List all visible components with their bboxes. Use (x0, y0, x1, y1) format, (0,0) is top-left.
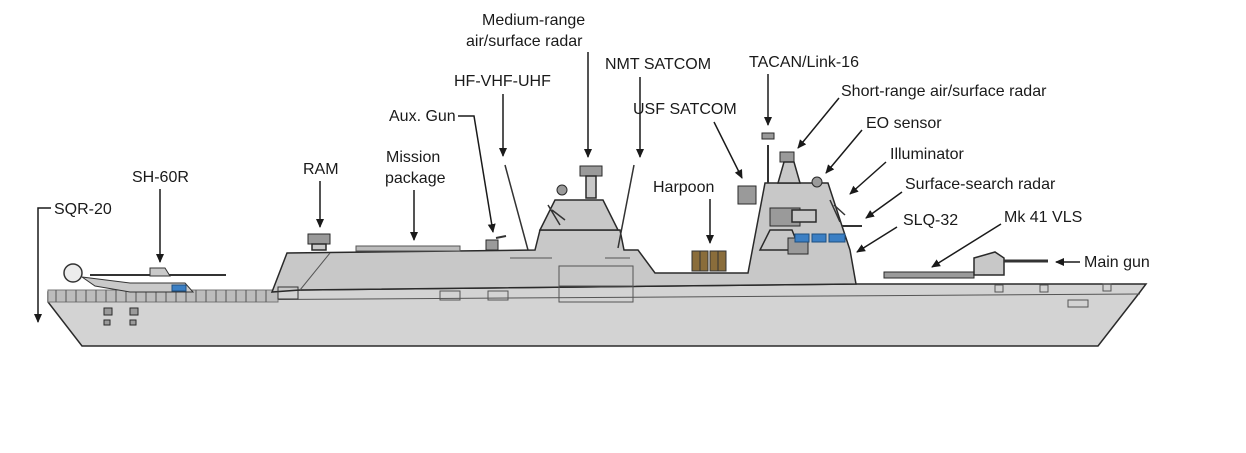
label-mk41-vls: Mk 41 VLS (1004, 209, 1082, 226)
hangar-block (270, 182, 857, 293)
hangar-facet (299, 252, 331, 291)
porthole (129, 307, 139, 316)
harpoon-launchers (691, 250, 727, 272)
helo-tail-rotor (63, 263, 83, 283)
hf-antenna (504, 164, 529, 251)
label-nmt-satcom: NMT SATCOM (605, 56, 711, 73)
forward-mast-block (538, 199, 620, 231)
helo-window (171, 284, 187, 292)
bridge-window (794, 233, 810, 243)
label-usf-satcom: USF SATCOM (633, 101, 737, 118)
sensor-dish (556, 184, 568, 196)
rail-ticks (55, 290, 267, 302)
label-tacan: TACAN/Link-16 (749, 54, 859, 71)
porthole (994, 284, 1004, 293)
nmt-antenna (617, 164, 635, 249)
label-main-gun: Main gun (1084, 254, 1150, 271)
mission-package-strip (355, 245, 461, 252)
arrow-aux-gun (458, 115, 496, 233)
porthole (1067, 299, 1089, 308)
ram-launcher (307, 233, 331, 251)
mission-bay-door (558, 265, 634, 303)
porthole (129, 319, 137, 326)
bridge-window (811, 233, 827, 243)
medium-range-radar (579, 165, 603, 177)
bridge-window (828, 233, 846, 243)
label-harpoon: Harpoon (653, 179, 714, 196)
porthole (1102, 283, 1112, 292)
label-illuminator: Illuminator (890, 146, 964, 163)
helo-body (81, 276, 195, 293)
label-mrr-line1: Medium-range (482, 12, 585, 29)
arrow-illuminator (849, 161, 887, 195)
aux-gun-mount (485, 235, 507, 251)
label-ram: RAM (303, 161, 339, 178)
label-surface-search-radar: Surface-search radar (905, 176, 1056, 193)
arrow-eo-sensor (825, 129, 863, 174)
helo-hub (149, 267, 171, 277)
porthole (1039, 284, 1049, 293)
ship-hull-group (47, 283, 1148, 347)
arrow-sqr20 (34, 207, 51, 323)
porthole (103, 307, 113, 316)
eo-sensor (811, 176, 823, 188)
sensor-housing (791, 209, 817, 223)
hatch (487, 290, 509, 301)
arrow-short-range-radar (797, 97, 840, 149)
illuminator (829, 199, 846, 223)
arrow-surface-search-radar (865, 191, 903, 219)
label-hf-vhf-uhf: HF-VHF-UHF (454, 73, 551, 90)
arrow-mk41-vls (931, 223, 1002, 268)
label-slq32: SLQ-32 (903, 212, 958, 229)
hatch (439, 290, 461, 301)
arrow-slq32 (856, 226, 898, 253)
satcom-dish (547, 204, 566, 226)
stern-rack (277, 286, 299, 300)
helicopter (63, 263, 226, 293)
main-gun-mount (973, 251, 1048, 276)
label-eo-sensor: EO sensor (866, 115, 942, 132)
label-mission-line2: package (385, 170, 446, 187)
porthole (103, 319, 111, 326)
label-mrr-line2: air/surface radar (466, 33, 583, 50)
label-mission-line1: Mission (386, 149, 440, 166)
short-range-radar (779, 151, 795, 163)
arrow-usf-satcom (713, 121, 743, 179)
label-short-range-radar: Short-range air/surface radar (841, 83, 1047, 100)
radar-mast (585, 175, 597, 199)
label-aux-gun: Aux. Gun (389, 108, 456, 125)
label-sqr20: SQR-20 (54, 201, 112, 218)
mk41-vls (883, 271, 975, 279)
label-sh60r: SH-60R (132, 169, 189, 186)
usf-satcom-dome (737, 185, 757, 205)
tacan-antenna (761, 132, 775, 140)
radar-pedestal (777, 161, 801, 184)
superstructure-main (270, 182, 857, 303)
